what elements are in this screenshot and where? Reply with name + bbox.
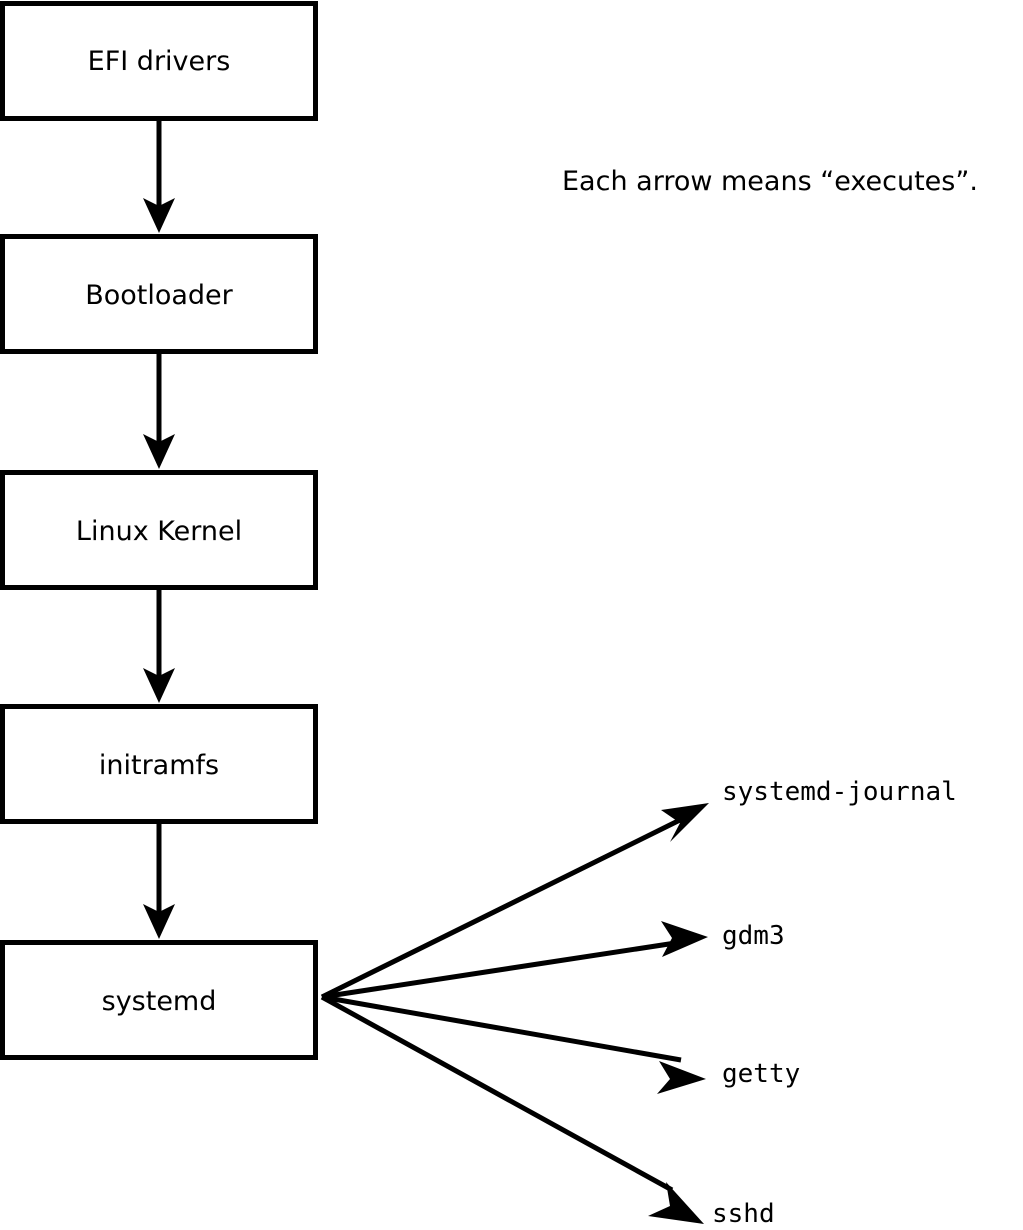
service-label-gdm3: gdm3 xyxy=(722,921,785,951)
arrow-head-icon xyxy=(143,198,175,233)
node-bootloader[interactable]: Bootloader xyxy=(0,234,318,354)
node-efi-drivers-label: EFI drivers xyxy=(88,46,231,77)
node-bootloader-label: Bootloader xyxy=(85,280,233,311)
arrow-head-icon xyxy=(143,668,175,703)
node-linux-kernel[interactable]: Linux Kernel xyxy=(0,470,318,590)
arrow-linux-kernel-to-initramfs xyxy=(143,588,175,703)
arrow-head-icon xyxy=(143,434,175,469)
node-systemd[interactable]: systemd xyxy=(0,940,318,1060)
arrow-bootloader-to-linux-kernel xyxy=(143,352,175,469)
service-label-sshd: sshd xyxy=(712,1199,775,1229)
node-bootloader-box[interactable] xyxy=(0,234,318,354)
node-initramfs-label: initramfs xyxy=(99,750,219,781)
node-systemd-box[interactable] xyxy=(0,940,318,1060)
node-systemd-label: systemd xyxy=(102,986,217,1017)
arrow-head-icon xyxy=(661,803,709,842)
arrow-initramfs-to-systemd xyxy=(143,822,175,939)
service-label-getty: getty xyxy=(722,1059,800,1089)
node-initramfs-box[interactable] xyxy=(0,704,318,824)
arrow-head-icon xyxy=(657,1061,706,1094)
node-linux-kernel-label: Linux Kernel xyxy=(76,516,242,547)
node-efi-drivers[interactable]: EFI drivers xyxy=(0,1,318,121)
node-initramfs[interactable]: initramfs xyxy=(0,704,318,824)
arrow-efi-drivers-to-bootloader xyxy=(143,119,175,233)
arrow-systemd-to-systemd-journal xyxy=(320,803,709,1000)
node-efi-drivers-box[interactable] xyxy=(0,1,318,121)
node-linux-kernel-box[interactable] xyxy=(0,470,318,590)
arrow-head-icon xyxy=(143,904,175,939)
arrow-head-icon xyxy=(661,921,708,957)
arrow-systemd-to-getty xyxy=(321,994,706,1094)
arrow-systemd-to-gdm3 xyxy=(321,921,708,1000)
arrow-systemd-to-sshd xyxy=(320,994,704,1224)
legend-text: Each arrow means “executes”. xyxy=(562,166,978,197)
service-label-systemd-journal: systemd-journal xyxy=(722,777,957,807)
arrow-head-icon xyxy=(648,1182,704,1224)
